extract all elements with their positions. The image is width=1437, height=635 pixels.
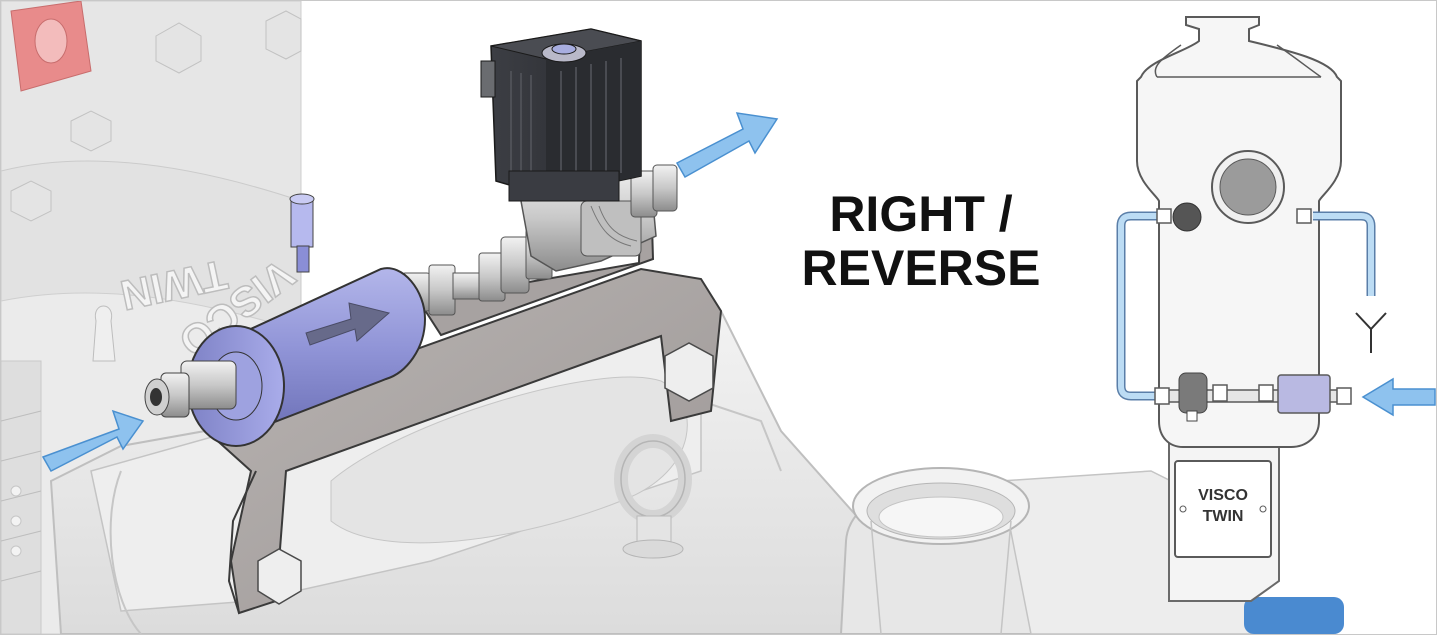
badge-line2: TWIN [1202, 508, 1244, 525]
direction-label: RIGHT / REVERSE [791, 187, 1051, 295]
direction-label-line2: REVERSE [801, 240, 1041, 296]
direction-arrow [305, 302, 391, 346]
flow-arrow-out [675, 112, 779, 179]
direction-label-line1: RIGHT / [829, 186, 1013, 242]
red-eye-bolt [10, 1, 92, 92]
solenoid-valve [480, 28, 678, 272]
flow-arrow-schematic [1361, 377, 1436, 417]
lifting-eye-bolt [614, 434, 692, 559]
flow-arrow-in [41, 409, 145, 472]
inline-filter [144, 193, 427, 447]
visco-twin-badge: VISCO TWIN [1183, 485, 1263, 527]
inlet-fitting [144, 360, 237, 418]
pump-schematic [1116, 16, 1436, 634]
badge-line1: VISCO [1198, 487, 1248, 504]
